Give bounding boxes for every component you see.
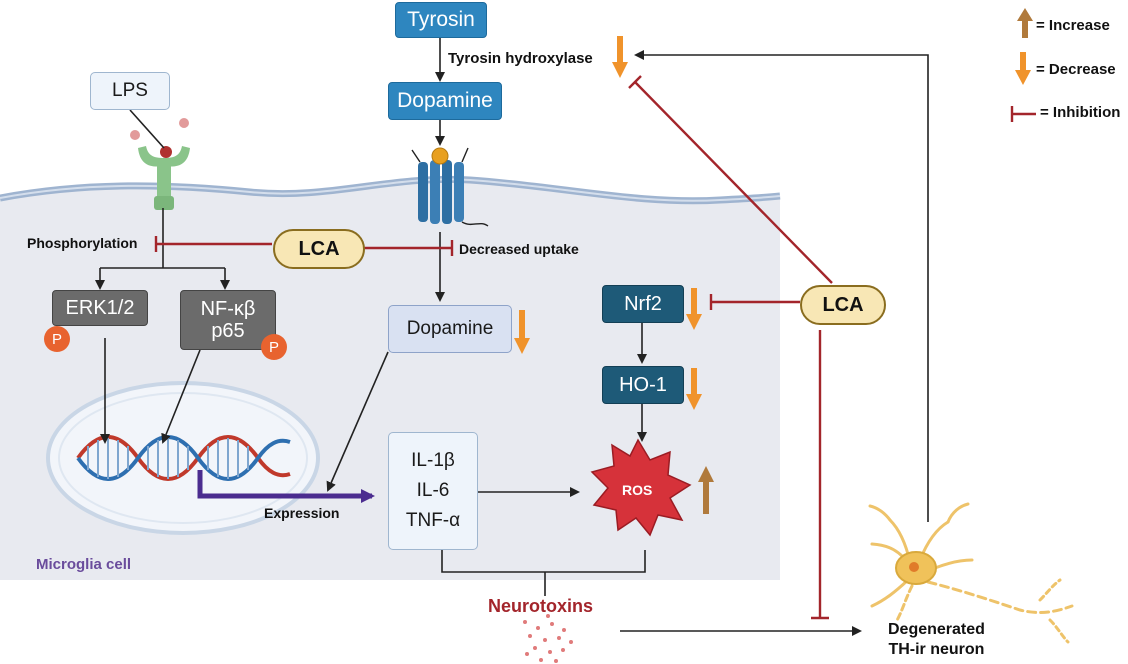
- nfkb-box: NF-κβ p65: [180, 290, 276, 350]
- phosphorylation-label: Phosphorylation: [27, 235, 138, 251]
- dopamine-top-box: Dopamine: [388, 82, 502, 120]
- lps-box: LPS: [90, 72, 170, 110]
- dopamine-inner-box: Dopamine: [388, 305, 512, 353]
- legend-symbols: [1010, 8, 1036, 122]
- tnfa-label: TNF-α: [405, 510, 461, 531]
- tyrosin-hydroxylase-label: Tyrosin hydroxylase: [448, 50, 593, 67]
- neurotoxin-particles: [523, 614, 573, 663]
- nfkb-phospho-badge: P: [261, 334, 287, 360]
- lca-left-pill: LCA: [273, 229, 365, 269]
- legend-inhibition-label: = Inhibition: [1040, 104, 1121, 121]
- nfkb-p65-label: p65: [211, 320, 245, 342]
- decreased-uptake-label: Decreased uptake: [459, 241, 579, 257]
- ros-burst: [590, 438, 692, 537]
- nfkb-label: NF-κβ: [200, 298, 256, 320]
- ho1-box: HO-1: [602, 366, 684, 404]
- expression-arrow: [197, 470, 375, 503]
- legend-decrease-label: = Decrease: [1036, 61, 1116, 78]
- lca-right-pill: LCA: [800, 285, 886, 325]
- cytokines-box: IL-1β IL-6 TNF-α: [388, 432, 478, 550]
- degenerated-line2: TH-ir neuron: [888, 641, 985, 658]
- neurotoxins-label: Neurotoxins: [488, 596, 594, 616]
- expression-label: Expression: [264, 505, 340, 521]
- dna-helix: [76, 435, 291, 481]
- erk-phospho-badge: P: [44, 326, 70, 352]
- tyrosin-box: Tyrosin: [395, 2, 487, 38]
- degenerated-neuron-label: Degenerated TH-ir neuron: [888, 620, 985, 660]
- legend-increase-label: = Increase: [1036, 17, 1110, 34]
- tlr4-receptor: [130, 118, 190, 210]
- dopamine-transporter: [411, 147, 489, 227]
- microglia-cell-label: Microglia cell: [36, 556, 132, 573]
- ros-label: ROS: [622, 482, 653, 498]
- nrf2-box: Nrf2: [602, 285, 684, 323]
- il6-label: IL-6: [416, 480, 450, 501]
- degenerated-line1: Degenerated: [888, 621, 985, 638]
- il1b-label: IL-1β: [411, 450, 455, 471]
- erk-box: ERK1/2: [52, 290, 148, 326]
